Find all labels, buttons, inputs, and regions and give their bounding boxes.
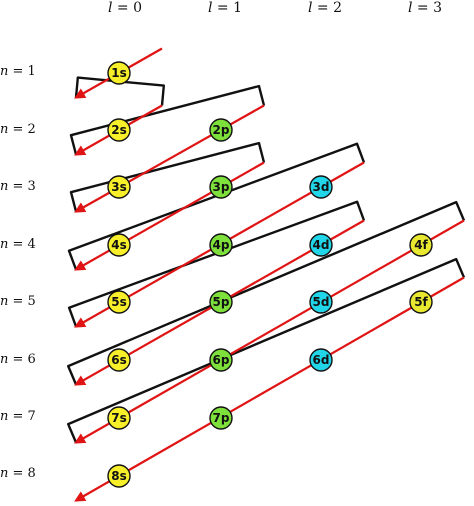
row-label-n-8: n = 8 bbox=[0, 466, 36, 481]
orbital-label: 3p bbox=[213, 180, 230, 194]
connector-loop-2 bbox=[69, 84, 266, 155]
orbital-4s: 4s bbox=[107, 233, 131, 257]
diagonal-arrow-8 bbox=[74, 276, 465, 502]
orbital-circle bbox=[107, 118, 131, 142]
orbital-circle bbox=[309, 233, 333, 257]
connector-loop-7 bbox=[67, 257, 466, 443]
orbital-circle bbox=[107, 290, 131, 314]
orbital-8s: 8s bbox=[107, 464, 131, 488]
orbital-circle bbox=[209, 233, 233, 257]
orbital-5d: 5d bbox=[309, 290, 333, 314]
orbital-circle bbox=[209, 290, 233, 314]
orbital-circle bbox=[309, 175, 333, 199]
row-label-n-2: n = 2 bbox=[0, 122, 36, 137]
orbital-6d: 6d bbox=[309, 348, 333, 372]
header-l-1: l = 1 bbox=[208, 0, 243, 16]
orbital-label: 5d bbox=[313, 295, 330, 309]
orbital-1s: 1s bbox=[107, 61, 131, 85]
orbital-4f: 4f bbox=[409, 233, 433, 257]
orbital-label: 7s bbox=[111, 411, 127, 425]
orbital-2s: 2s bbox=[107, 118, 131, 142]
orbital-3d: 3d bbox=[309, 175, 333, 199]
header-l-0: l = 0 bbox=[108, 0, 143, 16]
orbital-circle bbox=[209, 175, 233, 199]
orbital-label: 5p bbox=[213, 295, 230, 309]
orbital-circle bbox=[309, 348, 333, 372]
orbital-label: 2s bbox=[111, 123, 127, 137]
orbital-label: 8s bbox=[111, 469, 127, 483]
header-l-3: l = 3 bbox=[408, 0, 443, 16]
orbital-circle bbox=[209, 406, 233, 430]
orbital-circle bbox=[107, 61, 131, 85]
orbital-7s: 7s bbox=[107, 406, 131, 430]
row-label-n-7: n = 7 bbox=[0, 409, 36, 424]
orbital-label: 2p bbox=[213, 123, 230, 137]
orbital-label: 5f bbox=[414, 295, 428, 309]
orbital-5s: 5s bbox=[107, 290, 131, 314]
orbital-2p: 2p bbox=[209, 118, 233, 142]
orbital-6s: 6s bbox=[107, 348, 131, 372]
header-l-2: l = 2 bbox=[308, 0, 343, 16]
orbital-label: 7p bbox=[213, 411, 230, 425]
orbital-label: 4f bbox=[414, 238, 428, 252]
orbital-label: 5s bbox=[111, 295, 127, 309]
connector-loop-3 bbox=[69, 141, 266, 212]
orbital-circle bbox=[409, 290, 433, 314]
orbital-3s: 3s bbox=[107, 175, 131, 199]
diagonal-arrows bbox=[74, 47, 465, 502]
orbital-circles: 1s 2s 2p 3s 3p 3d 4s 4p 4d 4f 5s 5p 5d 5f 6s 6p 6d 7s 7p 8s bbox=[107, 61, 433, 488]
orbital-6p: 6p bbox=[209, 348, 233, 372]
orbital-label: 6p bbox=[213, 353, 230, 367]
row-label-n-4: n = 4 bbox=[0, 237, 36, 252]
row-label-n-1: n = 1 bbox=[0, 64, 36, 79]
diagonal-arrow-3 bbox=[74, 104, 265, 213]
orbital-5p: 5p bbox=[209, 290, 233, 314]
orbital-7p: 7p bbox=[209, 406, 233, 430]
diagonal-arrow-4 bbox=[74, 161, 265, 271]
orbital-label: 4d bbox=[313, 238, 330, 252]
connector-loop-5 bbox=[67, 200, 366, 327]
row-label-n-6: n = 6 bbox=[0, 352, 36, 367]
orbital-label: 4s bbox=[111, 238, 127, 252]
orbital-circle bbox=[107, 233, 131, 257]
orbital-circle bbox=[209, 348, 233, 372]
orbital-label: 1s bbox=[111, 66, 127, 80]
orbital-label: 3s bbox=[111, 180, 127, 194]
row-label-n-3: n = 3 bbox=[0, 179, 36, 194]
orbital-label: 6d bbox=[313, 353, 330, 367]
orbital-label: 4p bbox=[213, 238, 230, 252]
orbital-4d: 4d bbox=[309, 233, 333, 257]
orbital-circle bbox=[107, 464, 131, 488]
orbital-circle bbox=[209, 118, 233, 142]
orbital-5f: 5f bbox=[409, 290, 433, 314]
orbital-circle bbox=[107, 175, 131, 199]
connector-loop-4 bbox=[67, 142, 366, 270]
orbital-circle bbox=[107, 348, 131, 372]
orbital-3p: 3p bbox=[209, 175, 233, 199]
orbital-4p: 4p bbox=[209, 233, 233, 257]
row-label-n-5: n = 5 bbox=[0, 294, 36, 309]
orbital-circle bbox=[409, 233, 433, 257]
diagonal-arrow-7 bbox=[74, 219, 465, 444]
orbital-circle bbox=[107, 406, 131, 430]
connector-loop-6 bbox=[67, 200, 466, 385]
orbital-circle bbox=[309, 290, 333, 314]
orbital-label: 6s bbox=[111, 353, 127, 367]
orbital-label: 3d bbox=[313, 180, 330, 194]
